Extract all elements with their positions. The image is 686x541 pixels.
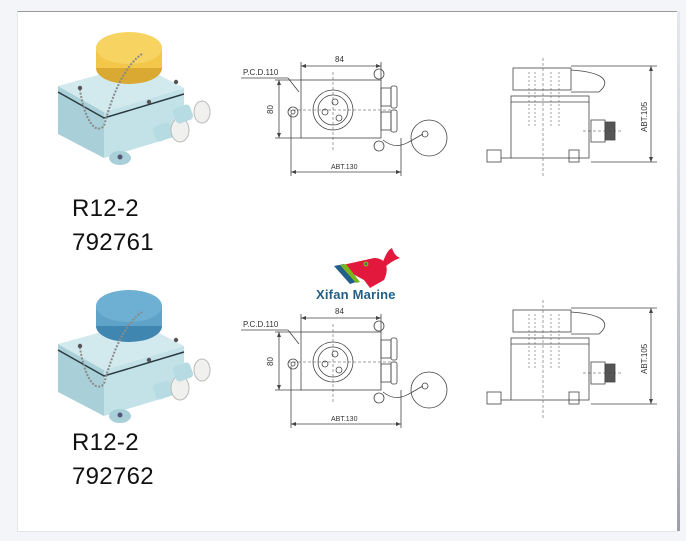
whale-logo-icon: [334, 248, 400, 288]
watermark-brand-text: Xifan Marine: [316, 287, 396, 302]
model-number: R12-2: [72, 429, 139, 456]
side-view-drawing: ABT.105: [486, 300, 657, 418]
height-dimension: 80: [266, 357, 275, 366]
socket-photo-yellow-cap: [57, 32, 211, 165]
product-sheet-card: R12-2 792761: [17, 11, 678, 532]
side-height-dimension: ABT.105: [640, 343, 649, 374]
model-number: R12-2: [72, 195, 139, 222]
front-view-drawing: 84 P.C.D.110 80 ABT.130: [241, 55, 448, 176]
product-row-792761: R12-2 792761: [18, 12, 678, 262]
product-label: R12-2 792762: [72, 426, 154, 494]
product-code: 792762: [72, 463, 154, 490]
pcd-dimension: P.C.D.110: [243, 320, 279, 329]
xifan-marine-watermark: Xifan Marine: [314, 244, 424, 304]
front-view-drawing: 84 P.C.D.110 80 ABT.130: [241, 307, 448, 428]
overall-dimension: ABT.130: [331, 416, 358, 423]
product-code: 792761: [72, 229, 154, 256]
side-height-dimension: ABT.105: [640, 101, 649, 132]
socket-photo-blue-cap: [57, 290, 211, 423]
width-dimension: 84: [335, 307, 344, 316]
side-view-drawing: ABT.105: [486, 58, 657, 176]
product-label: R12-2 792761: [72, 192, 154, 260]
product-row-792762: R12-2 792762: [18, 270, 678, 520]
card-shadow-edge: [677, 11, 680, 531]
width-dimension: 84: [335, 55, 344, 64]
pcd-dimension: P.C.D.110: [243, 68, 279, 77]
height-dimension: 80: [266, 105, 275, 114]
overall-dimension: ABT.130: [331, 164, 358, 171]
